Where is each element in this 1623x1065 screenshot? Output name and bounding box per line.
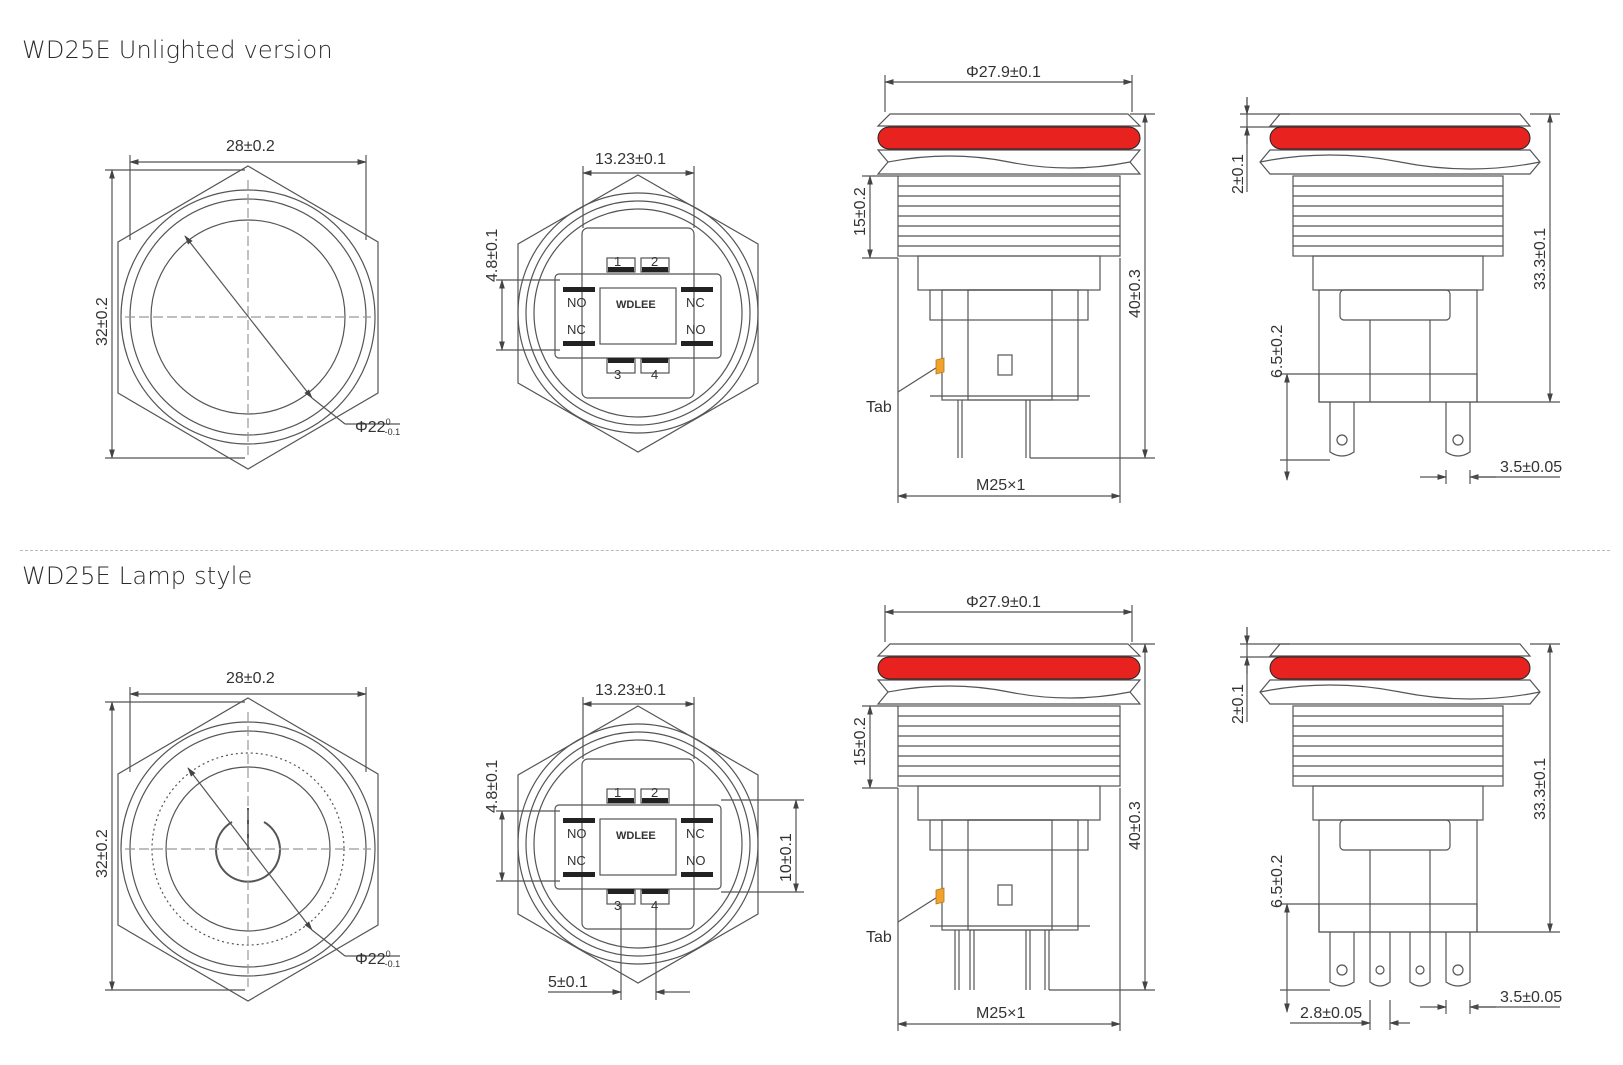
front-view-unlighted [105,155,400,470]
contact-no-left: NO [567,295,587,310]
side-view2-lamp [1240,627,1560,1030]
side-tab-label-lamp: Tab [866,929,892,946]
side2-body-label: 33.3±0.1 [1532,228,1549,290]
contact-nc-left: NC [567,322,586,337]
side-diameter-label-lamp: Φ27.9±0.1 [966,594,1041,611]
red-ring-lamp [877,656,1141,680]
side2-terminal-label: 6.5±0.2 [1269,325,1286,378]
front-diameter-label: Φ220-0.1 [355,417,400,437]
side-thread-label-lamp: M25×1 [976,1005,1025,1022]
side-thread-len-label: 15±0.2 [852,187,869,236]
pin-3-label: 3 [614,367,621,382]
contact-no-right: NO [686,322,706,337]
pin-1-label-lamp: 1 [614,785,621,800]
side2-terminal-label-lamp: 6.5±0.2 [1269,855,1286,908]
front-height-label-lamp: 32±0.2 [94,829,111,878]
side-total-label: 40±0.3 [1127,269,1144,318]
pin-2-label-lamp: 2 [651,785,658,800]
red-ring2-lamp [1269,656,1531,680]
contact-nc-right-lamp: NC [686,826,705,841]
side-tab-label: Tab [866,399,892,416]
rear-pitch-label-lamp: 4.8±0.1 [484,760,501,813]
side2-term-w-label: 3.5±0.05 [1500,459,1562,476]
rear-lamp-gap-label: 5±0.1 [548,974,588,991]
side-thread-label: M25×1 [976,477,1025,494]
side-total-label-lamp: 40±0.3 [1127,801,1144,850]
rear-width-label: 13.23±0.1 [595,151,666,168]
side-view2-unlighted [1240,97,1560,484]
pin-1-label: 1 [614,254,621,269]
contact-no-left-lamp: NO [567,826,587,841]
rear-view-lamp [496,697,804,1000]
rear-lamp-pitch-label: 10±0.1 [778,833,795,882]
side2-bezel-label-lamp: 2±0.1 [1230,684,1247,724]
tab-marker [935,357,945,375]
side2-lamp-term-w-label: 2.8±0.05 [1300,1005,1362,1022]
side-view-lamp [862,605,1155,1031]
side2-bezel-label: 2±0.1 [1230,154,1247,194]
side-thread-len-label-lamp: 15±0.2 [852,717,869,766]
side2-body-label-lamp: 33.3±0.1 [1532,758,1549,820]
tab-marker-lamp [935,887,945,905]
side2-term-w-label-lamp: 3.5±0.05 [1500,989,1562,1006]
section-title-unlighted: WD25E Unlighted version [22,36,333,64]
front-width-label: 28±0.2 [226,138,275,155]
red-ring-unlighted [877,126,1141,150]
rear-brand-label: WDLEE [616,299,656,311]
front-width-label-lamp: 28±0.2 [226,670,275,687]
contact-nc-left-lamp: NC [567,853,586,868]
contact-no-right-lamp: NO [686,853,706,868]
pin-2-label: 2 [651,254,658,269]
side-diameter-label: Φ27.9±0.1 [966,64,1041,81]
rear-width-label-lamp: 13.23±0.1 [595,682,666,699]
pin-4-label-lamp: 4 [651,898,658,913]
pin-3-label-lamp: 3 [614,898,621,913]
pin-4-label: 4 [651,367,658,382]
rear-pitch-label: 4.8±0.1 [484,229,501,282]
contact-nc-right: NC [686,295,705,310]
front-view-lamp [105,687,400,1002]
section-title-lamp: WD25E Lamp style [22,562,253,590]
rear-view-unlighted [496,166,759,453]
side-view-unlighted [862,75,1155,503]
front-height-label: 32±0.2 [94,297,111,346]
front-diameter-label-lamp: Φ220-0.1 [355,949,400,969]
red-ring2-unlighted [1269,126,1531,150]
section-divider [20,550,1610,551]
rear-brand-label-lamp: WDLEE [616,830,656,842]
